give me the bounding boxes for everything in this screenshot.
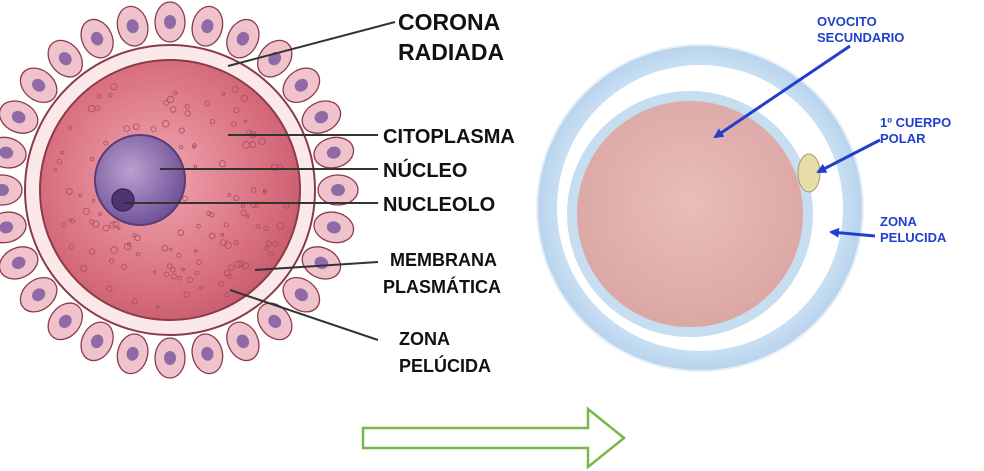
label-corona-1: CORONA — [398, 9, 500, 35]
label-cuerpo-polar-2: POLAR — [880, 131, 926, 146]
corona-cell — [114, 3, 152, 49]
label-zona-2: PELÚCIDA — [399, 355, 491, 376]
label-membrana-1: MEMBRANA — [390, 250, 497, 270]
secondary-oocyte-illustration — [537, 45, 863, 371]
ovocyte-illustration — [0, 2, 358, 378]
corona-cell — [318, 175, 358, 205]
label-nucleolo: NUCLEOLO — [383, 194, 495, 216]
label-cuerpo-polar-1: 1º CUERPO — [880, 115, 951, 130]
label-zona-1: ZONA — [399, 329, 450, 349]
corona-cell — [188, 3, 226, 49]
label-zona-2: PELUCIDA — [880, 230, 947, 245]
polar-body — [798, 154, 820, 192]
label-ovocito-2: SECUNDARIO — [817, 30, 904, 45]
corona-cell — [155, 338, 185, 378]
corona-cell — [0, 208, 29, 246]
corona-cell — [188, 331, 226, 377]
nucleus — [95, 135, 185, 225]
label-citoplasma: CITOPLASMA — [383, 126, 515, 148]
label-zona-1: ZONA — [880, 214, 917, 229]
label-corona-2: RADIADA — [398, 39, 504, 65]
corona-cell — [114, 331, 152, 377]
corona-cell — [311, 134, 357, 172]
nucleolus — [112, 189, 134, 211]
label-nucleo: NÚCLEO — [383, 158, 467, 182]
label-ovocito-1: OVOCITO — [817, 14, 877, 29]
corona-cell — [311, 208, 357, 246]
label-membrana-2: PLASMÁTICA — [383, 276, 501, 297]
left-labels: CORONA RADIADA CITOPLASMA NÚCLEO NUCLEOL… — [383, 9, 515, 376]
corona-cell — [0, 175, 22, 205]
right-arrow-outline-icon — [363, 409, 624, 467]
ovocito-secundario — [572, 96, 808, 332]
corona-cell — [0, 134, 29, 172]
corona-cell — [155, 2, 185, 42]
